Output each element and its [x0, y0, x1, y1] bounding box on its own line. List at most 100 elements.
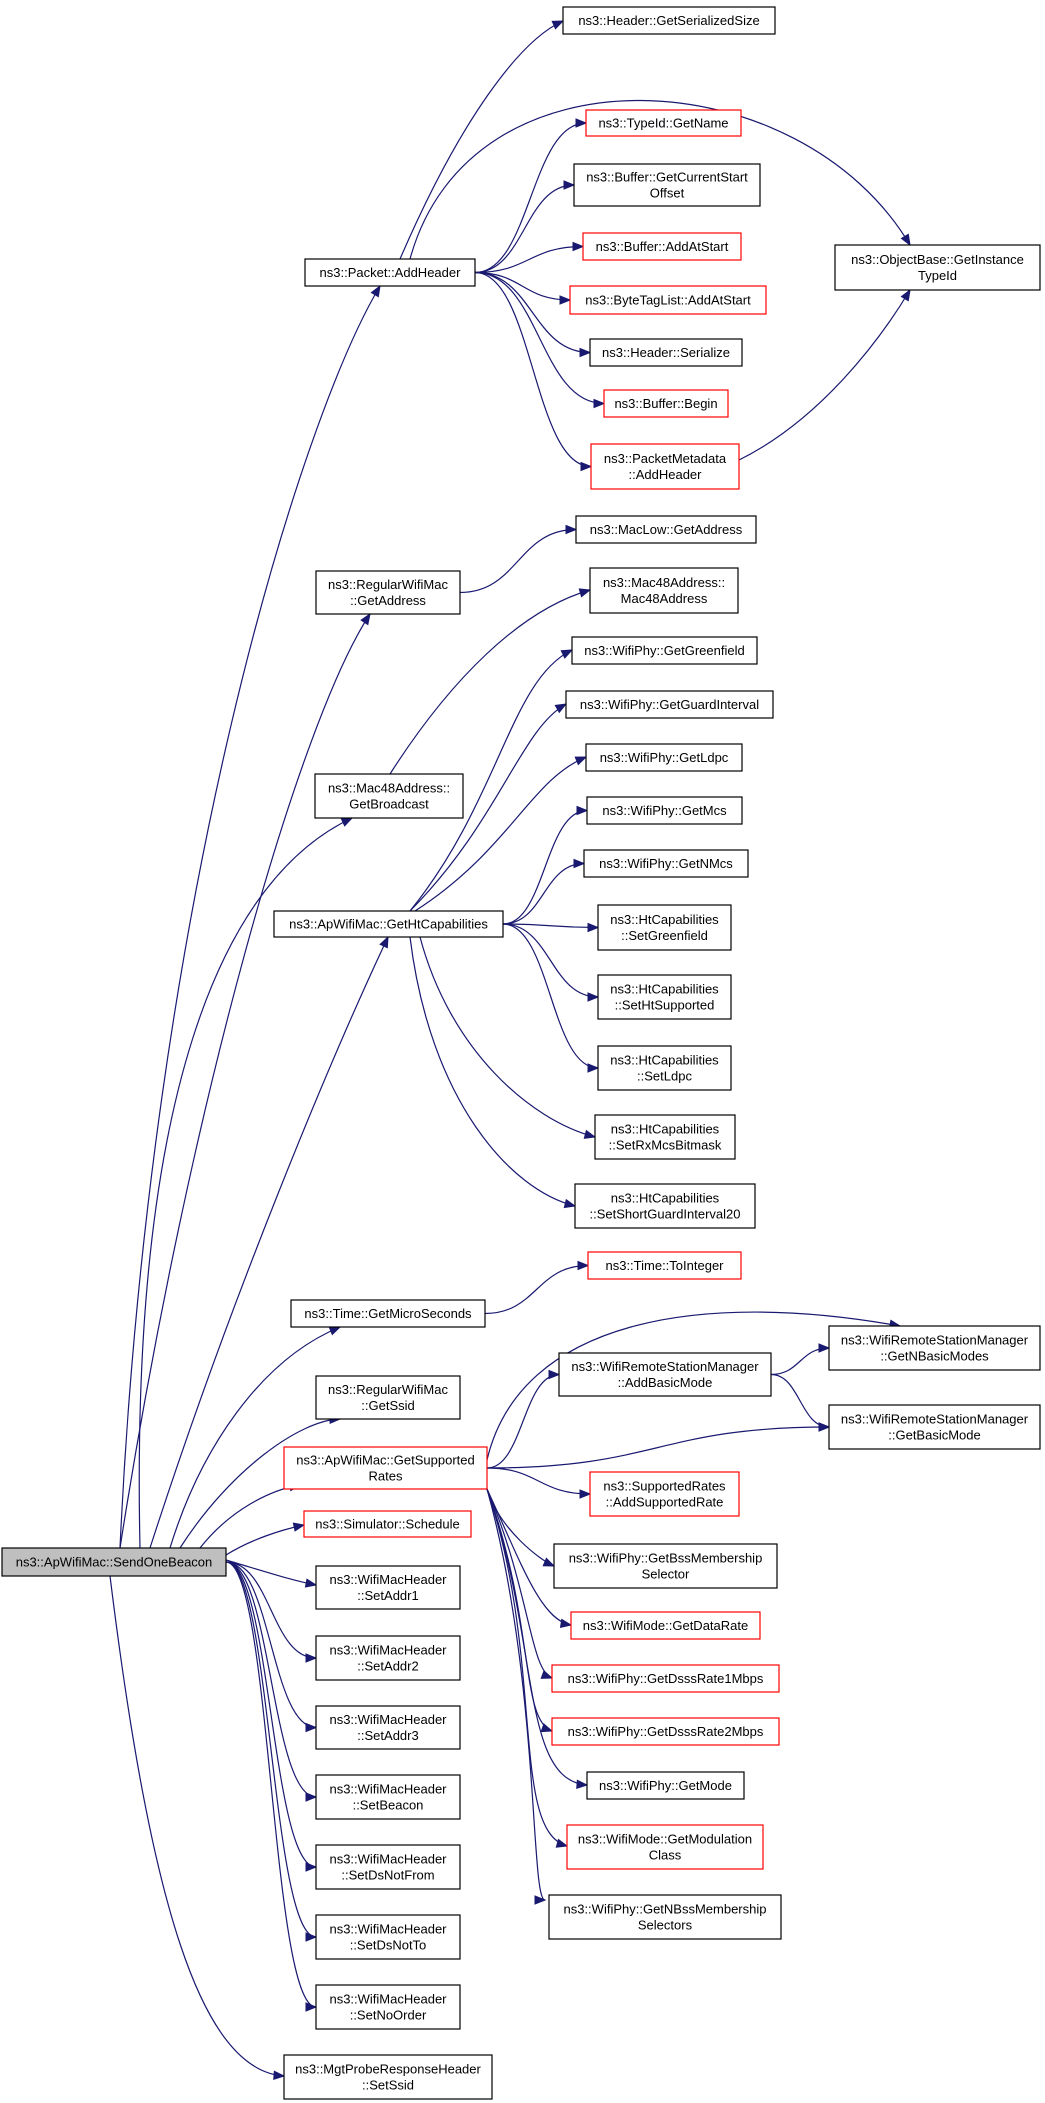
function-node-pktmeta-addheader[interactable]: ns3::PacketMetadata::AddHeader: [590, 443, 740, 490]
function-node-rsm-getbasic[interactable]: ns3::WifiRemoteStationManager::GetBasicM…: [828, 1404, 1041, 1450]
function-node-box: [553, 1543, 778, 1589]
call-edge-arrowhead: [576, 805, 589, 816]
function-node-htcap-sgi[interactable]: ns3::HtCapabilities::SetShortGuardInterv…: [574, 1183, 756, 1229]
call-edge: [486, 1488, 554, 1679]
call-edge-line: [225, 1561, 317, 1938]
call-edge: [419, 936, 597, 1139]
call-edges: [109, 20, 911, 2080]
function-node-phy-dsss2[interactable]: ns3::WifiPhy::GetDsssRate2Mbps: [551, 1717, 780, 1746]
function-node-bytetag-addatstart[interactable]: ns3::ByteTagList::AddAtStart: [569, 285, 767, 315]
function-node-sim-schedule[interactable]: ns3::Simulator::Schedule: [303, 1510, 472, 1538]
call-edge: [502, 805, 589, 925]
call-edge: [409, 936, 577, 1209]
call-edge-arrowhead: [360, 612, 371, 626]
function-node-time-getus[interactable]: ns3::Time::GetMicroSeconds: [290, 1299, 486, 1328]
function-node-hdr-dsnotto[interactable]: ns3::WifiMacHeader::SetDsNotTo: [315, 1914, 461, 1960]
function-node-htcap-htsup[interactable]: ns3::HtCapabilities::SetHtSupported: [597, 974, 732, 1020]
function-node-rsm-getnbasic[interactable]: ns3::WifiRemoteStationManager::GetNBasic…: [828, 1325, 1041, 1371]
function-node-hdr-addr1[interactable]: ns3::WifiMacHeader::SetAddr1: [315, 1565, 461, 1610]
call-edge-arrowhead: [305, 1862, 318, 1872]
function-node-hdr-dsnotfrom[interactable]: ns3::WifiMacHeader::SetDsNotFrom: [315, 1844, 461, 1890]
function-node-phy-nmcs[interactable]: ns3::WifiPhy::GetNMcs: [583, 849, 749, 878]
call-edge-arrowhead: [340, 817, 354, 827]
call-edge: [459, 524, 578, 594]
function-node-gethtcap[interactable]: ns3::ApWifiMac::GetHtCapabilities: [273, 910, 504, 938]
function-node-label: ::SetHtSupported: [615, 998, 715, 1013]
function-node-header-serialize[interactable]: ns3::Header::Serialize: [589, 338, 743, 367]
function-node-phy-greenfield[interactable]: ns3::WifiPhy::GetGreenfield: [571, 636, 758, 665]
function-node-box: [273, 910, 504, 938]
function-node-mac48-bcast[interactable]: ns3::Mac48Address::GetBroadcast: [314, 773, 464, 819]
function-node-label: ns3::RegularWifiMac: [328, 1382, 448, 1397]
call-edge-line: [414, 756, 587, 912]
call-edge-arrowhead: [379, 935, 389, 949]
call-edge-line: [738, 289, 911, 461]
function-node-label: ns3::WifiPhy::GetGuardInterval: [580, 697, 759, 712]
function-node-label: ns3::WifiPhy::GetBssMembership: [569, 1551, 763, 1566]
call-edge-arrowhead: [304, 1578, 318, 1588]
call-edge: [474, 271, 572, 305]
function-node-htcap-ldpc[interactable]: ns3::HtCapabilities::SetLdpc: [597, 1045, 732, 1091]
function-node-probe-setssid[interactable]: ns3::MgtProbeResponseHeader::SetSsid: [283, 2054, 493, 2100]
function-node-maclow-getaddr[interactable]: ns3::MacLow::GetAddress: [575, 515, 757, 544]
function-node-send[interactable]: ns3::ApWifiMac::SendOneBeacon: [1, 1547, 227, 1577]
function-node-htcap-green[interactable]: ns3::HtCapabilities::SetGreenfield: [597, 904, 732, 951]
call-edge-arrowhead: [540, 1669, 554, 1679]
function-node-getserialsize[interactable]: ns3::Header::GetSerializedSize: [562, 6, 776, 35]
call-edge-line: [138, 817, 353, 1549]
call-edge-arrowhead: [580, 461, 593, 472]
call-edge-line: [149, 936, 389, 1549]
function-node-hdr-addr2[interactable]: ns3::WifiMacHeader::SetAddr2: [315, 1635, 461, 1681]
function-node-label: ns3::PacketMetadata: [604, 451, 727, 466]
function-node-label: ns3::Buffer::Begin: [614, 396, 717, 411]
function-node-phy-mcs[interactable]: ns3::WifiPhy::GetMcs: [586, 796, 743, 825]
function-node-box: [315, 1984, 461, 2030]
function-node-buf-addatstart[interactable]: ns3::Buffer::AddAtStart: [582, 232, 742, 261]
call-edge: [409, 99, 911, 260]
function-node-phy-dsss1[interactable]: ns3::WifiPhy::GetDsssRate1Mbps: [551, 1664, 780, 1693]
function-node-phy-guard[interactable]: ns3::WifiPhy::GetGuardInterval: [565, 690, 774, 719]
function-node-phy-getmode[interactable]: ns3::WifiPhy::GetMode: [586, 1771, 745, 1800]
function-node-mode-datarate[interactable]: ns3::WifiMode::GetDataRate: [570, 1611, 761, 1640]
function-node-hdr-noorder[interactable]: ns3::WifiMacHeader::SetNoOrder: [315, 1984, 461, 2030]
function-node-regmac-getaddr[interactable]: ns3::RegularWifiMac::GetAddress: [315, 570, 461, 615]
call-edge-line: [474, 271, 591, 354]
function-node-box: [315, 1705, 461, 1750]
function-node-box: [283, 2054, 493, 2100]
function-node-rsm-addbasic[interactable]: ns3::WifiRemoteStationManager::AddBasicM…: [558, 1352, 772, 1397]
call-edge-line: [225, 1561, 317, 1798]
function-node-box: [589, 338, 743, 367]
call-edge-arrowhead: [577, 1260, 590, 1271]
call-edge-arrowhead: [554, 703, 568, 714]
function-node-htcap-rxmcs[interactable]: ns3::HtCapabilities::SetRxMcsBitmask: [594, 1114, 736, 1160]
function-node-label: ::SetLdpc: [637, 1069, 692, 1084]
function-node-label: ::SetShortGuardInterval20: [589, 1207, 740, 1222]
function-node-label: ::GetAddress: [350, 593, 426, 608]
call-edge-arrowhead: [559, 295, 572, 305]
function-node-phy-ldpc[interactable]: ns3::WifiPhy::GetLdpc: [585, 743, 743, 772]
function-node-box: [590, 443, 740, 490]
function-node-label: ns3::Time::ToInteger: [605, 1258, 724, 1273]
call-edge: [109, 1575, 286, 2080]
call-edge: [474, 180, 576, 274]
function-node-addheader[interactable]: ns3::Packet::AddHeader: [304, 258, 476, 287]
function-node-mac48-ctor[interactable]: ns3::Mac48Address::Mac48Address: [589, 567, 739, 614]
function-node-time-toint[interactable]: ns3::Time::ToInteger: [587, 1251, 742, 1280]
function-node-hdr-beacon[interactable]: ns3::WifiMacHeader::SetBeacon: [315, 1774, 461, 1820]
function-node-box: [315, 1914, 461, 1960]
function-node-label: ::SetRxMcsBitmask: [609, 1138, 722, 1153]
call-edge-arrowhead: [583, 1129, 597, 1139]
function-node-label: ns3::WifiMode::GetDataRate: [583, 1618, 748, 1633]
function-node-regmac-getssid[interactable]: ns3::RegularWifiMac::GetSsid: [315, 1375, 461, 1420]
call-nodes: ns3::ApWifiMac::SendOneBeacon ns3::Packet…: [1, 6, 1041, 2100]
function-node-buf-begin[interactable]: ns3::Buffer::Begin: [603, 389, 729, 418]
function-node-suprates-add[interactable]: ns3::SupportedRates::AddSupportedRate: [589, 1471, 740, 1517]
function-node-typeid-getname[interactable]: ns3::TypeId::GetName: [585, 109, 742, 137]
function-node-hdr-addr3[interactable]: ns3::WifiMacHeader::SetAddr3: [315, 1705, 461, 1750]
